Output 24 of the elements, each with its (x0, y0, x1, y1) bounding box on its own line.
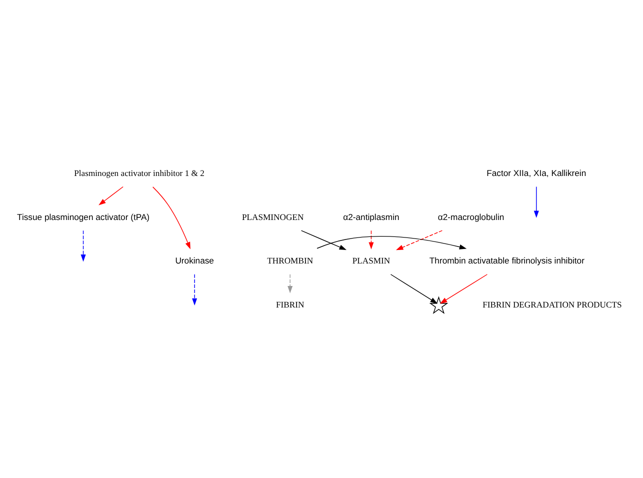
arrow (440, 274, 488, 304)
node-text: PLASMINOGEN (242, 211, 304, 222)
node-text: Urokinase (175, 255, 214, 266)
node-text: α2-antiplasmin (343, 211, 400, 222)
arrow (192, 274, 198, 306)
arrow (80, 230, 86, 262)
arrow (534, 186, 539, 218)
node-text: Tissue plasminogen activator (tPA) (17, 211, 150, 222)
arrow (98, 186, 124, 205)
arrow (396, 230, 443, 250)
node-text: FIBRIN DEGRADATION PRODUCTS (482, 298, 622, 309)
node-text: Factor XIIa, XIa, Kallikrein (486, 168, 586, 178)
arrow (288, 274, 293, 293)
node-text: PLASMIN (352, 255, 390, 266)
node-text: THROMBIN (267, 255, 314, 266)
node-text: Thrombin activatable fibrinolysis inhibitor (429, 255, 584, 266)
arrow (316, 236, 467, 249)
arrow (368, 230, 374, 249)
node-text: Plasminogen activator inhibitor 1 & 2 (74, 168, 204, 178)
arrow (152, 186, 190, 249)
node-text: FIBRIN (276, 298, 304, 309)
node-text: α2-macroglobulin (438, 211, 504, 222)
arrow (390, 274, 438, 304)
arrow (300, 230, 347, 250)
